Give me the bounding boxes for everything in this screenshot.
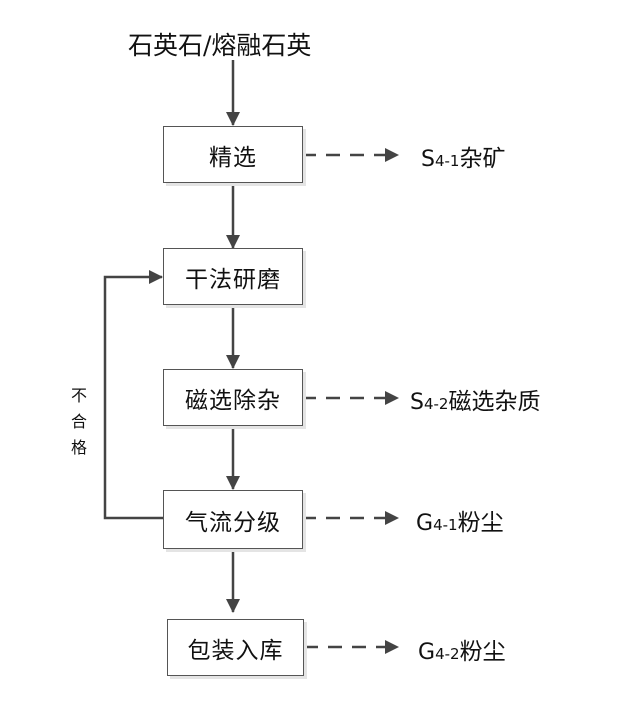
step-label: 磁选除杂 xyxy=(185,387,281,414)
step-magnetic-separation: 磁选除杂 xyxy=(163,369,303,426)
step-label: 干法研磨 xyxy=(185,266,281,293)
output-s4-1: S4-1杂矿 xyxy=(421,146,506,172)
input-material-title: 石英石/熔融石英 xyxy=(128,31,312,60)
loop-label-unqualified: 不合格 xyxy=(70,386,87,457)
step-label: 精选 xyxy=(209,144,257,171)
output-g4-1: G4-1粉尘 xyxy=(416,510,504,536)
step-refining: 精选 xyxy=(163,126,303,183)
output-s4-2: S4-2磁选杂质 xyxy=(410,389,541,415)
output-g4-2: G4-2粉尘 xyxy=(418,639,506,665)
step-label: 气流分级 xyxy=(185,509,281,536)
step-label: 包装入库 xyxy=(187,637,284,664)
step-air-classification: 气流分级 xyxy=(163,490,303,549)
loop-back-arrow xyxy=(103,270,163,520)
step-dry-grinding: 干法研磨 xyxy=(163,248,303,305)
step-packaging-storage: 包装入库 xyxy=(167,619,304,676)
